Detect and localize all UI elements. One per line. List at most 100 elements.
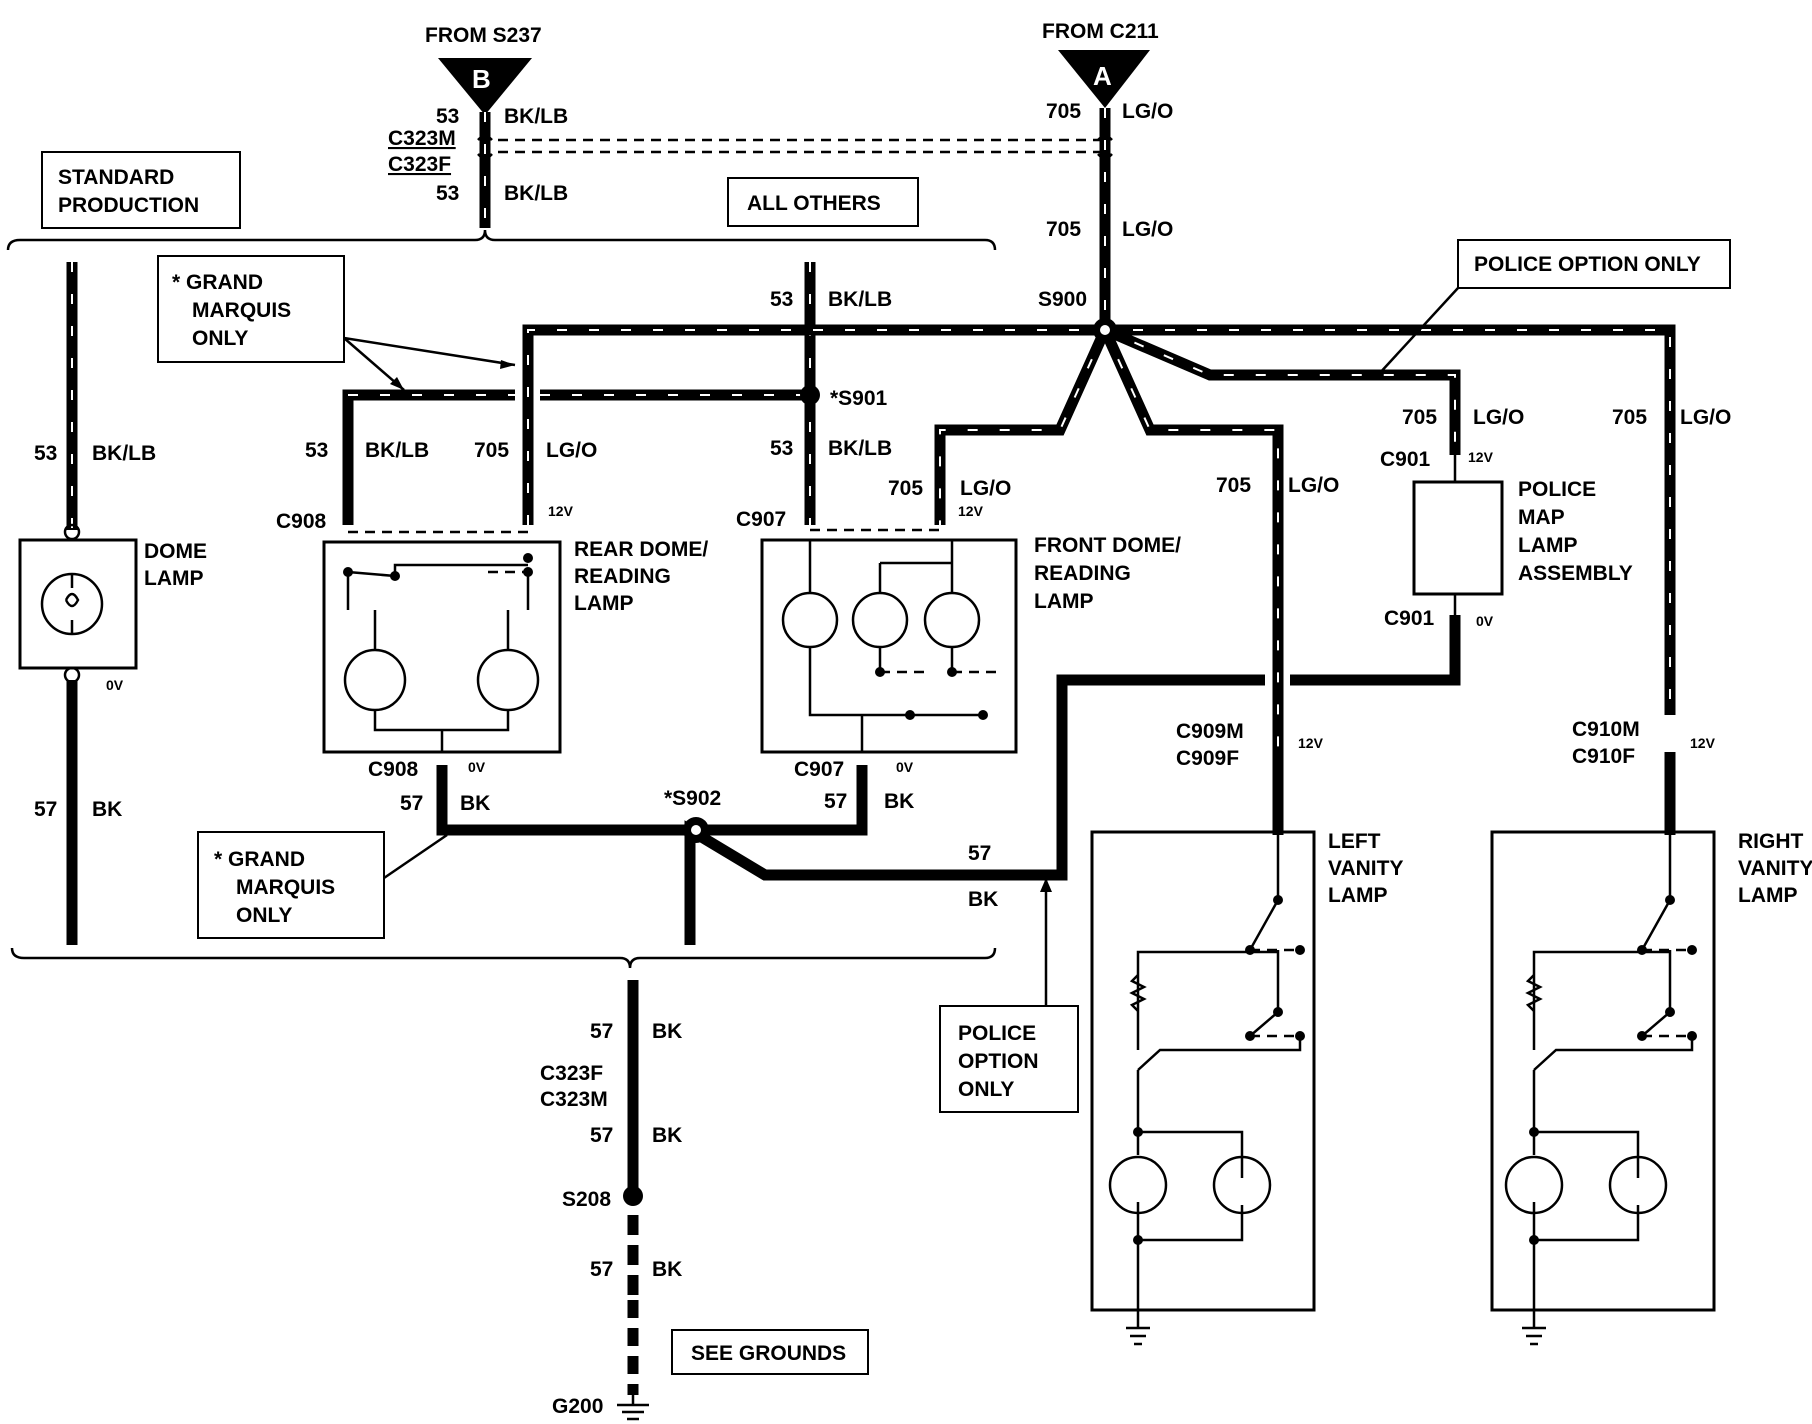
svg-text:57: 57 [968,842,991,865]
svg-text:VANITY: VANITY [1738,857,1812,880]
dome-lamp: DOME LAMP [18,523,207,684]
svg-text:FRONT DOME/: FRONT DOME/ [1034,534,1181,557]
svg-text:C909M: C909M [1176,720,1244,743]
label-police-option-bottom: POLICE OPTION ONLY [939,878,1079,1113]
label-grand-marquis-top: * GRAND MARQUIS ONLY [157,255,516,391]
wiring [66,108,1676,1395]
svg-text:LG/O: LG/O [1288,474,1339,497]
svg-text:C909F: C909F [1176,747,1239,770]
svg-text:S900: S900 [1038,288,1087,311]
svg-text:C901: C901 [1380,448,1431,471]
svg-text:POLICE: POLICE [1518,478,1596,501]
source-c211: FROM C211 A [1042,20,1159,108]
svg-text:STANDARD: STANDARD [58,166,174,189]
svg-text:12V: 12V [958,503,984,519]
rear-dome-reading-lamp [322,530,562,754]
source-s237-title: FROM S237 [425,24,542,47]
svg-text:BK: BK [884,790,914,813]
svg-text:G200: G200 [552,1395,603,1418]
svg-text:705: 705 [1612,406,1647,429]
svg-text:C901: C901 [1384,607,1435,630]
ground-icon [617,1395,649,1421]
splice-labels: S900 *S901 *S902 S208 G200 [552,288,1087,1418]
source-c211-letter: A [1093,61,1112,91]
production-brace-top [6,229,997,251]
svg-text:ONLY: ONLY [236,904,292,927]
svg-text:57: 57 [590,1124,613,1147]
svg-text:DOME: DOME [144,540,207,563]
svg-text:BK: BK [460,792,490,815]
svg-text:LG/O: LG/O [1680,406,1731,429]
svg-text:LAMP: LAMP [1518,534,1578,557]
svg-text:705: 705 [888,477,923,500]
svg-text:53: 53 [34,442,57,465]
svg-text:LAMP: LAMP [574,592,634,615]
svg-text:BK: BK [968,888,998,911]
police-map-lamp-label: POLICE MAP LAMP ASSEMBLY [1518,478,1633,585]
svg-text:0V: 0V [468,759,486,775]
svg-text:C907: C907 [736,508,786,531]
svg-text:C910M: C910M [1572,718,1640,741]
svg-text:0V: 0V [896,759,914,775]
svg-text:705: 705 [1046,218,1081,241]
svg-text:C907: C907 [794,758,844,781]
svg-text:0V: 0V [1476,613,1494,629]
svg-text:705: 705 [1216,474,1251,497]
svg-text:BK/LB: BK/LB [365,439,429,462]
svg-text:MAP: MAP [1518,506,1565,529]
svg-text:ALL OTHERS: ALL OTHERS [747,192,881,215]
svg-text:LG/O: LG/O [1122,100,1173,123]
right-vanity-label: RIGHT VANITY LAMP [1738,830,1812,907]
svg-text:BK/LB: BK/LB [828,437,892,460]
splice-dots [623,318,1117,1206]
svg-text:C323M: C323M [540,1088,608,1111]
svg-text:READING: READING [1034,562,1131,585]
label-standard-production: STANDARD PRODUCTION [41,151,241,229]
svg-text:LG/O: LG/O [1473,406,1524,429]
svg-text:LG/O: LG/O [546,439,597,462]
production-brace-bottom [10,947,997,969]
svg-text:53: 53 [436,182,459,205]
svg-text:ASSEMBLY: ASSEMBLY [1518,562,1633,585]
svg-text:REAR DOME/: REAR DOME/ [574,538,708,561]
police-map-lamp [1412,455,1504,615]
svg-text:53: 53 [436,105,459,128]
svg-text:57: 57 [590,1258,613,1281]
svg-text:57: 57 [590,1020,613,1043]
svg-text:POLICE: POLICE [958,1022,1036,1045]
svg-text:C323F: C323F [388,153,451,176]
svg-text:LG/O: LG/O [1122,218,1173,241]
svg-text:* GRAND: * GRAND [214,848,305,871]
svg-text:LG/O: LG/O [960,477,1011,500]
svg-text:BK/LB: BK/LB [92,442,156,465]
connector-c323-links [477,134,1113,160]
svg-text:LAMP: LAMP [1738,884,1798,907]
front-lamp-label: FRONT DOME/ READING LAMP [1034,534,1181,613]
label-see-grounds: SEE GROUNDS [671,1329,869,1375]
svg-text:0V: 0V [106,677,124,693]
svg-text:SEE GROUNDS: SEE GROUNDS [691,1342,846,1365]
label-grand-marquis-bottom: * GRAND MARQUIS ONLY [197,831,448,939]
svg-text:57: 57 [34,798,57,821]
label-all-others: ALL OTHERS [727,177,919,227]
source-c211-title: FROM C211 [1042,20,1159,43]
svg-text:LAMP: LAMP [1034,590,1094,613]
svg-text:705: 705 [1046,100,1081,123]
svg-text:C908: C908 [368,758,419,781]
svg-text:BK/LB: BK/LB [504,105,568,128]
rear-lamp-label: REAR DOME/ READING LAMP [574,538,708,615]
svg-text:VANITY: VANITY [1328,857,1403,880]
svg-text:12V: 12V [548,503,574,519]
label-police-option-top: POLICE OPTION ONLY [1377,239,1731,376]
svg-text:LEFT: LEFT [1328,830,1381,853]
source-s237-letter: B [472,64,491,94]
svg-text:BK: BK [652,1020,682,1043]
svg-text:12V: 12V [1298,735,1324,751]
svg-text:C908: C908 [276,510,327,533]
right-vanity-lamp [1490,830,1716,1346]
svg-text:705: 705 [474,439,509,462]
svg-text:BK: BK [92,798,122,821]
svg-text:READING: READING [574,565,671,588]
svg-text:S208: S208 [562,1188,611,1211]
